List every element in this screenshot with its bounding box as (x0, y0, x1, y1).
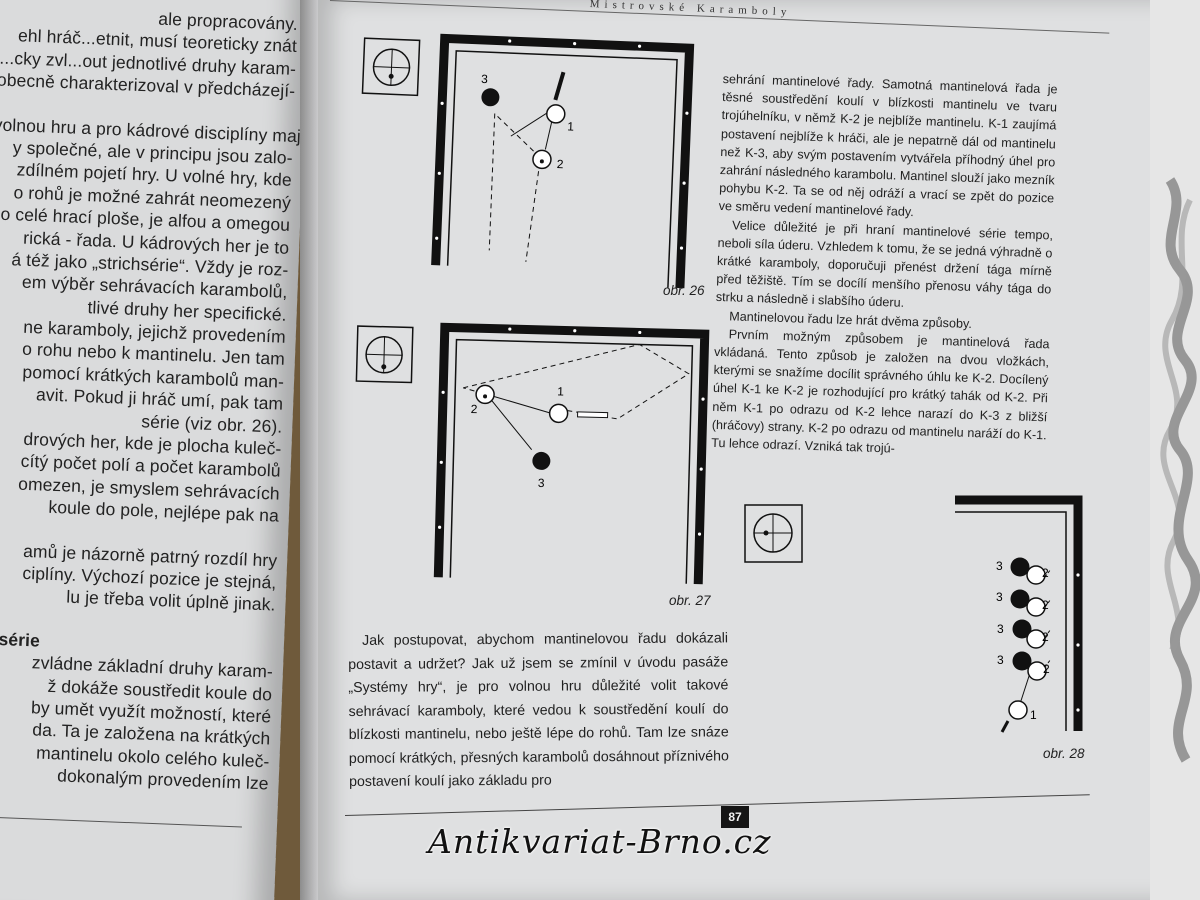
paragraph-2: Velice důležité je při hraní mantinelové… (715, 217, 1054, 311)
page-edge (1150, 0, 1200, 900)
bottom-paragraph: Jak postupovat, abychom mantinelovou řad… (348, 627, 729, 794)
figure-28: 3 2 3 2 3 2 3 2 1 (744, 495, 1083, 733)
ball-2a (1026, 565, 1046, 585)
ball-2b (1026, 597, 1046, 617)
ball-3 (481, 88, 500, 107)
label-ball-1: 1 (567, 119, 575, 133)
ball-paths (463, 343, 690, 420)
ball-3d (1012, 651, 1032, 671)
left-page: ale propracovány.ehl hráč...etnit, musí … (0, 0, 310, 900)
label-ball-3: 3 (538, 476, 545, 490)
figure-26: 3 1 2 (361, 33, 695, 289)
ball-2c (1026, 629, 1046, 649)
cue-ball-diagram-icon (355, 325, 414, 384)
figure-28-caption: obr. 28 (1043, 746, 1085, 761)
figure-27-caption: obr. 27 (669, 593, 711, 608)
page-number: 87 (721, 806, 749, 828)
bottom-paragraph-text: Jak postupovat, abychom mantinelovou řad… (348, 630, 729, 790)
paragraph-4: Prvním možným způsobem je mantinelová řa… (711, 327, 1050, 456)
ball-1 (548, 403, 569, 424)
label-ball-2: 2 (471, 402, 478, 416)
label-2c: 2 (1042, 630, 1049, 644)
ball-3c (1012, 619, 1032, 639)
table-corner (955, 495, 1083, 731)
label-3c: 3 (997, 622, 1004, 636)
label-3b: 3 (996, 590, 1003, 604)
ball-paths (488, 71, 566, 262)
label-3a: 3 (996, 559, 1003, 573)
label-2d: 2 (1043, 662, 1050, 676)
ball-3 (532, 451, 551, 470)
ball-2d (1027, 661, 1047, 681)
figure-26-caption: obr. 26 (663, 283, 705, 298)
label-2a: 2 (1042, 566, 1049, 580)
ball-1 (1008, 700, 1028, 720)
label-ball-3: 3 (481, 72, 489, 86)
ball-1 (546, 104, 566, 124)
label-2b: 2 (1042, 598, 1049, 612)
watermark: Antikvariat-Brno.cz (428, 822, 772, 861)
figure-27: 1 2 3 (355, 322, 710, 585)
ball-3a (1010, 557, 1030, 577)
decorative-pattern (1160, 177, 1200, 763)
left-page-footer-rule (0, 815, 242, 828)
label-3d: 3 (997, 653, 1004, 667)
paragraph-1: sehrání mantinelové řady. Samotná mantin… (718, 71, 1058, 220)
label-1: 1 (1030, 708, 1037, 722)
cue-ball-diagram-icon (744, 504, 803, 563)
right-page (318, 0, 1176, 900)
ball-3b (1010, 589, 1030, 609)
right-column-text: sehrání mantinelové řady. Samotná mantin… (711, 70, 1058, 463)
cue-ball-diagram-icon (361, 37, 421, 97)
left-page-text: ale propracovány.ehl hráč...etnit, musí … (0, 2, 306, 795)
table-frame (433, 322, 710, 585)
label-ball-1: 1 (557, 384, 564, 398)
label-ball-2: 2 (556, 157, 564, 171)
table-corner (431, 33, 695, 289)
